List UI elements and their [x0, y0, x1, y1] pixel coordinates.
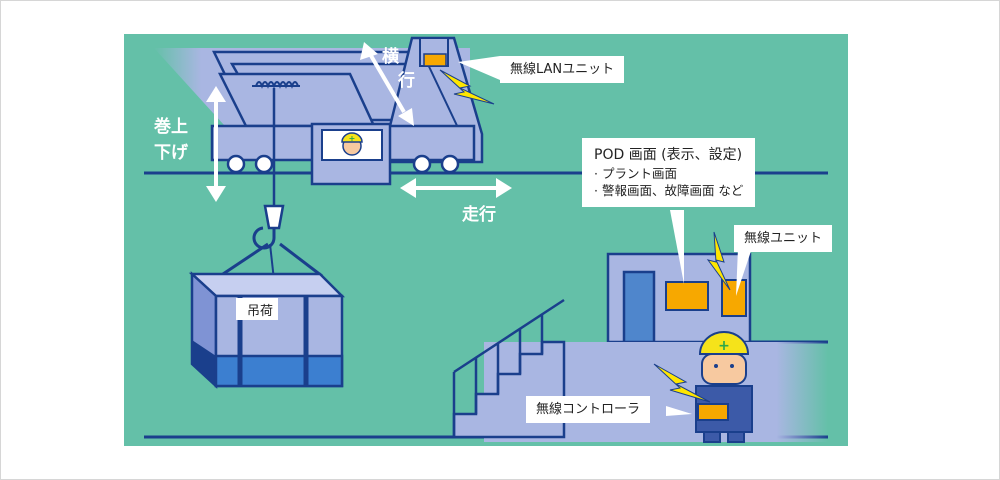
callout-wireless-lan-unit: 無線LANユニット [500, 56, 625, 83]
lightning-icon [706, 231, 731, 291]
label-lateral-1: 横 [382, 46, 399, 67]
label-hoist-1: 巻上 [153, 116, 188, 137]
callout-pointers [458, 56, 752, 416]
crane-wheels [226, 154, 460, 174]
svg-text:+: + [349, 134, 356, 143]
pod-item: · プラント画面 [594, 166, 677, 181]
hoist-drum [252, 81, 300, 89]
load-label: 吊荷 [246, 304, 273, 319]
label-lateral-2: 行 [397, 70, 415, 91]
crane-trolley [217, 72, 376, 128]
lateral-arrow [360, 42, 414, 126]
control-building [606, 252, 752, 344]
crane-system-diagram: + 横 行 巻上 下げ 走行 [124, 34, 848, 446]
lightning-icon [653, 363, 711, 403]
worker-with-controller: + [695, 331, 753, 443]
building-door [622, 270, 656, 344]
signal-icons [439, 69, 731, 403]
label-travel: 走行 [462, 204, 496, 225]
hoist-arrow [206, 86, 226, 202]
callout-wireless-controller: 無線コントローラ [526, 396, 651, 423]
svg-text:+: + [718, 338, 730, 354]
callout-pod-screen: POD 画面 (表示、設定) · プラント画面 · 警報画面、故障画面 など [582, 138, 756, 207]
overhead-crane: + [154, 36, 484, 250]
suspended-load [188, 242, 346, 389]
pod-title: POD 画面 (表示、設定) [594, 147, 743, 163]
lightning-icon [439, 69, 495, 105]
cab-operator: + [341, 132, 363, 156]
pod-item: · 警報画面、故障画面 など [594, 183, 744, 198]
crane-hook [252, 204, 285, 250]
wireless-unit [721, 279, 747, 317]
pod-screen [665, 281, 709, 311]
label-hoist-2: 下げ [154, 143, 189, 163]
callout-wireless-unit: 無線ユニット [734, 225, 833, 252]
controller-device [697, 403, 729, 421]
travel-arrow [400, 178, 512, 198]
